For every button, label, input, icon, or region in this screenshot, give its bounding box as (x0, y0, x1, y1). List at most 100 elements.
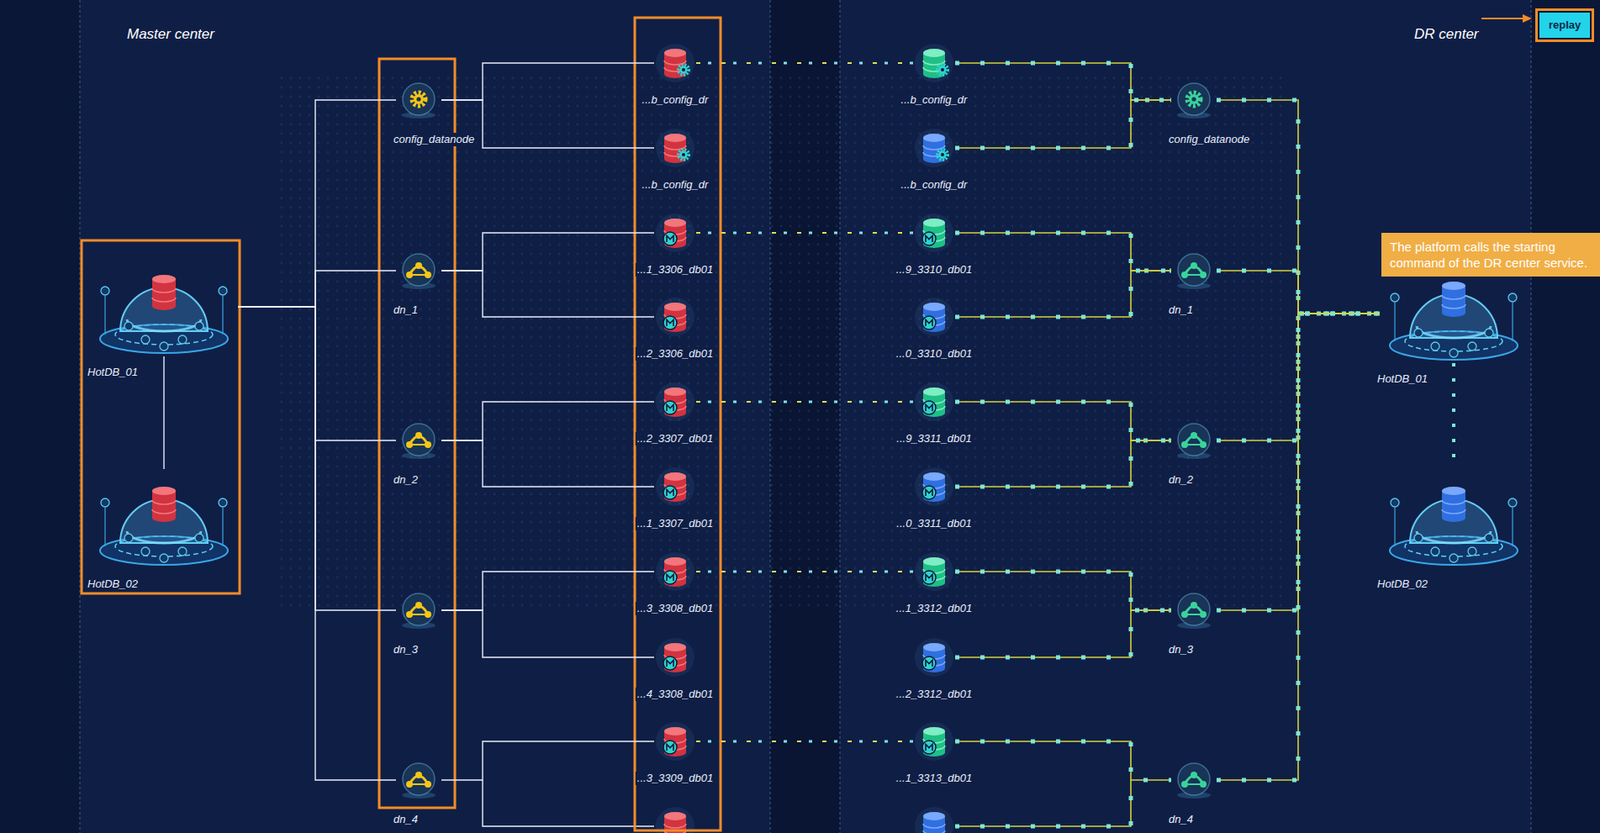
label-holder: ...2_3306_db01 (635, 345, 715, 361)
graphic-part (666, 575, 674, 582)
graphic-part (923, 387, 946, 397)
connector (441, 741, 655, 781)
node-icon (396, 591, 442, 630)
graphic-part (914, 722, 954, 761)
highlight-frame (379, 58, 455, 808)
graphic-part (1177, 253, 1210, 286)
node-label: ...0_3310_db01 (894, 347, 974, 361)
node-icon (396, 80, 442, 120)
graphic-part (914, 128, 954, 168)
database-node: ...0_3311_db01 (913, 466, 956, 507)
graphic-part (681, 68, 686, 72)
graphic-part (925, 575, 933, 582)
connector-line (955, 100, 1172, 148)
node-label: ...b_config_dr (640, 178, 711, 192)
node-icon (654, 466, 697, 507)
wire (955, 780, 1131, 827)
connector-line (696, 62, 914, 64)
node-icon (654, 212, 697, 254)
graphic-part (922, 232, 936, 246)
datanode-node: dn_1 (1171, 251, 1217, 291)
node-icon (1379, 264, 1528, 364)
graphic-part (664, 387, 687, 397)
graphic-part (178, 547, 187, 556)
database-icon (655, 807, 695, 833)
connector (441, 63, 655, 101)
graphic-part (923, 472, 946, 481)
connector-line (955, 741, 1172, 781)
graphic-part (1190, 601, 1198, 609)
graphic-part (922, 401, 936, 415)
graphic-part (1449, 348, 1458, 358)
wire (482, 780, 655, 827)
node-label: HotDB_01 (1375, 372, 1430, 386)
connector-line (955, 232, 1172, 271)
node-icon (89, 257, 238, 357)
datanode-node: dn_2 (396, 421, 442, 460)
database-node: ...3_3308_db01 (654, 551, 697, 592)
graphic-part (923, 302, 946, 312)
label-holder: dn_2 (391, 471, 420, 487)
connector-line (237, 270, 397, 307)
graphic-part (655, 128, 695, 168)
label-holder: ...1_3307_db01 (635, 515, 715, 531)
node-icon (913, 127, 956, 169)
pointer-arrowhead (1522, 14, 1532, 23)
label-holder: ...2_3312_db01 (894, 686, 974, 702)
database-node: ...1_3313_db01 (913, 721, 956, 762)
graphic-part (402, 253, 435, 286)
graphic-part (1431, 547, 1440, 556)
graphic-part (666, 490, 674, 497)
label-holder: ...4_3308_db01 (635, 686, 715, 702)
graphic-part (1484, 328, 1494, 338)
graphic-part (104, 295, 106, 335)
graphic-part (922, 656, 936, 671)
connector (441, 401, 655, 441)
database-node: ...2_3312_db01 (913, 637, 956, 678)
label-holder: ...9_3310_db01 (894, 261, 974, 277)
label-holder: ...1_3312_db01 (894, 600, 974, 616)
connector-line (696, 740, 914, 744)
graphic-part (152, 288, 176, 302)
graphic-part (1181, 611, 1189, 618)
graphic-part (1181, 271, 1189, 279)
graphic-part (1508, 498, 1517, 507)
datanode-node: dn_4 (1171, 760, 1217, 800)
connector-line (955, 63, 1172, 101)
node-icon (913, 466, 956, 507)
graphic-part (1449, 554, 1458, 563)
connector-line (441, 741, 655, 781)
connector (696, 741, 914, 743)
connector (237, 306, 397, 441)
graphic-part (664, 727, 687, 736)
graphic-part (1177, 593, 1210, 626)
database-node: ...2_3307_db01 (654, 381, 697, 423)
node-label: ...b_config_dr (899, 178, 970, 192)
graphic-part (402, 423, 435, 456)
graphic-part (655, 638, 695, 677)
node-label: dn_2 (391, 473, 420, 487)
connector (441, 232, 655, 271)
database-node: ...b_config_dr (654, 127, 697, 169)
graphic-part (1484, 533, 1494, 543)
graphic-part (666, 320, 674, 328)
label-holder: ...b_config_dr (640, 176, 711, 192)
graphic-part (655, 722, 695, 761)
graphic-part (923, 48, 946, 58)
connector-line (237, 306, 397, 611)
graphic-part (925, 320, 933, 328)
graphic-part (664, 302, 687, 312)
connector-line (955, 571, 1172, 611)
graphic-part (655, 552, 695, 592)
connector (696, 232, 914, 234)
connector-line (696, 401, 914, 404)
graphic-part (124, 322, 133, 331)
highlight-frames (81, 17, 721, 831)
graphic-part (152, 500, 176, 514)
node-label: HotDB_02 (85, 577, 140, 592)
connector-line (441, 610, 655, 658)
connector (237, 270, 397, 307)
graphic-part (925, 405, 933, 412)
connector-line (955, 741, 1172, 781)
connector (696, 63, 914, 64)
